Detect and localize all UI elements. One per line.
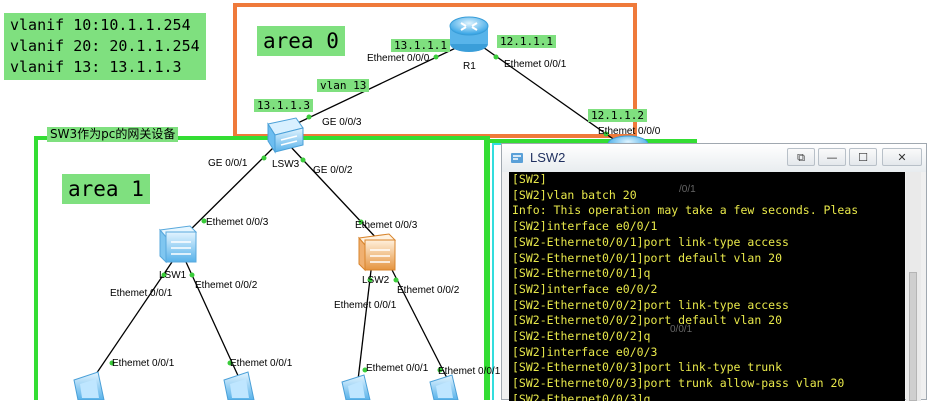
device-label-lsw1: LSW1 [159,270,187,281]
port-label: Ethemet 0/0/2 [195,280,258,291]
ip-tag-r1-left: 13.1.1.1 [391,39,450,52]
pc-4-icon[interactable] [429,374,459,400]
lsw2-console-window[interactable]: LSW2 ⧉ — ☐ ✕ [SW2] [SW2]vlan batch 20 In… [501,143,927,401]
port-label: GE 0/0/3 [322,117,362,128]
port-label: Ethemet 0/0/1 [366,363,429,374]
sw3-gateway-note: SW3作为pc的网关设备 [47,127,179,142]
area0-box [233,3,637,138]
port-label-faint: /0/1 [679,184,696,195]
area0-title: area 0 [257,26,345,56]
terminal-line: [SW2-Ethernet0/0/3]q [512,391,651,401]
terminal-line: [SW2-Ethernet0/0/2]port link-type access [512,297,789,312]
terminal-line: [SW2]interface e0/0/3 [512,344,658,359]
vlanif-note-line: vlanif 13: 13.1.1.3 [10,58,182,76]
terminal-line: [SW2-Ethernet0/0/3]port trunk allow-pass… [512,376,845,391]
window-title: LSW2 [530,150,566,165]
port-label-faint: 0/0/1 [670,324,693,335]
terminal-line: [SW2-Ethernet0/0/3]port link-type trunk [512,360,783,375]
link-r1-r2 [479,44,627,149]
terminal-line: Info: This operation may take a few seco… [512,203,859,218]
console-app-icon [511,153,523,163]
close-button[interactable]: ✕ [882,148,922,166]
minimize-button[interactable]: — [818,148,846,166]
ip-tag-r2: 12.1.1.2 [588,109,647,122]
device-label-r1: R1 [463,61,476,72]
switch-lsw3-icon[interactable] [267,117,304,154]
port-label: Ethemet 0/0/2 [397,285,460,296]
port-label: Ethemet 0/0/1 [230,358,293,369]
link-lsw3-lsw1 [179,145,276,241]
terminal-line: [SW2-Ethernet0/0/1]port default vlan 20 [512,250,783,265]
port-label: Ethemet 0/0/1 [112,358,175,369]
scrollbar-thumb[interactable] [909,272,917,401]
terminal-line: [SW2]vlan batch 20 [512,187,637,202]
terminal-line: [SW2-Ethernet0/0/2]q [512,329,651,344]
vlanif-note-line: vlanif 20: 20.1.1.254 [10,37,200,55]
terminal-line: [SW2-Ethernet0/0/2]port default vlan 20 [512,313,783,328]
port-label: GE 0/0/2 [313,165,353,176]
link-endpoints [109,54,609,373]
port-label: Ethemet 0/0/1 [438,366,501,377]
router-r1-icon[interactable] [449,16,489,52]
terminal-output[interactable]: [SW2] [SW2]vlan batch 20 Info: This oper… [509,172,905,401]
link-lsw2-pc4 [387,261,449,381]
terminal-scrollbar[interactable] [906,172,921,401]
terminal-line: [SW2-Ethernet0/0/1]port link-type access [512,234,789,249]
restore-icon[interactable]: ⧉ [787,148,815,166]
device-label-lsw2: LSW2 [362,275,390,286]
port-label: Ethemet 0/0/0 [598,126,661,137]
port-label: Ethemet 0/0/0 [367,53,430,64]
port-label: Ethemet 0/0/1 [110,288,173,299]
port-label: Ethemet 0/0/1 [504,59,567,70]
window-titlebar[interactable]: LSW2 ⧉ — ☐ ✕ [502,144,926,172]
pc-2-icon[interactable] [223,371,255,400]
switch-lsw2-icon[interactable] [358,233,397,272]
vlanif-note: vlanif 10:10.1.1.254 vlanif 20: 20.1.1.2… [4,13,206,80]
port-label: Ethemet 0/0/3 [206,217,269,228]
pc-3-icon[interactable] [341,374,371,400]
area1-title: area 1 [62,174,150,204]
link-r1-lsw3 [282,44,463,131]
ip-tag-r1-right: 12.1.1.1 [497,35,556,48]
port-label: GE 0/0/1 [208,158,248,169]
terminal-line: [SW2-Ethernet0/0/1]q [512,266,651,281]
port-label: Ethemet 0/0/1 [334,300,397,311]
vlanif-note-line: vlanif 10:10.1.1.254 [10,16,191,34]
ip-tag-lsw3: 13.1.1.3 [254,99,313,112]
terminal-line: [SW2]interface e0/0/2 [512,281,658,296]
link-lsw1-pc1 [91,261,173,381]
pc-1-icon[interactable] [73,371,105,400]
vlan13-tag: vlan 13 [317,79,370,92]
device-label-lsw3: LSW3 [272,159,300,170]
terminal-line: [SW2] [512,172,547,186]
link-lsw3-lsw2 [289,145,381,243]
maximize-button[interactable]: ☐ [849,148,877,166]
switch-lsw1-icon[interactable] [159,225,198,264]
terminal-line: [SW2]interface e0/0/1 [512,219,658,234]
port-label: Ethemet 0/0/3 [355,220,418,231]
link-lsw1-pc2 [185,261,241,381]
